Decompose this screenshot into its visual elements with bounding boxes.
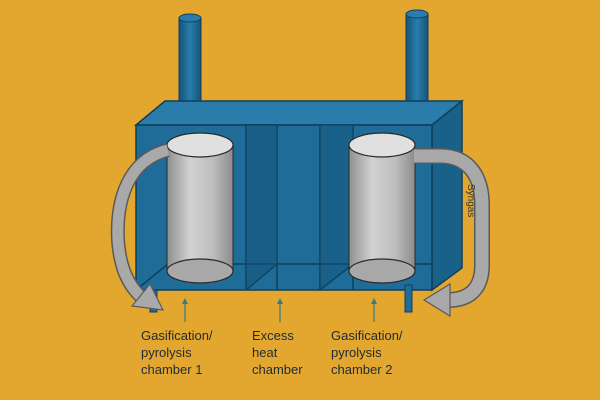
pointer-chamber-1 xyxy=(182,298,188,322)
label-excess-line-3: chamber xyxy=(252,362,303,377)
label-excess-line-2: heat xyxy=(252,345,278,360)
syngas-flow-arrow: Syngas xyxy=(414,148,490,318)
syngas-label: Syngas xyxy=(465,184,476,217)
pointer-chamber-2 xyxy=(371,298,377,322)
label-chamber-2: Gasification/ pyrolysis chamber 2 xyxy=(331,327,403,378)
label-excess-line-1: Excess xyxy=(252,328,294,343)
chamber-2-cylinder xyxy=(348,132,416,284)
label-pointers xyxy=(182,298,377,322)
label-chamber-1-line-1: Gasification/ xyxy=(141,328,213,343)
label-chamber-2-line-3: chamber 2 xyxy=(331,362,393,377)
unit-right-face xyxy=(431,99,463,292)
label-chamber-2-line-2: pyrolysis xyxy=(331,345,382,360)
label-chamber-1-line-2: pyrolysis xyxy=(141,345,192,360)
label-chamber-1: Gasification/ pyrolysis chamber 1 xyxy=(141,327,213,378)
chamber-2-shade xyxy=(320,125,353,290)
right-leg xyxy=(404,284,413,313)
left-flow-arrow xyxy=(110,143,171,311)
excess-heat-chamber-shade xyxy=(246,125,277,290)
unit-top-face xyxy=(133,100,465,126)
label-chamber-2-line-1: Gasification/ xyxy=(331,328,403,343)
label-excess-heat-chamber: Excess heat chamber xyxy=(252,327,303,378)
label-chamber-1-line-3: chamber 1 xyxy=(141,362,203,377)
chamber-1-cylinder xyxy=(166,132,234,284)
pointer-excess xyxy=(277,298,283,322)
left-chimney xyxy=(178,13,202,119)
right-chimney xyxy=(405,9,429,119)
